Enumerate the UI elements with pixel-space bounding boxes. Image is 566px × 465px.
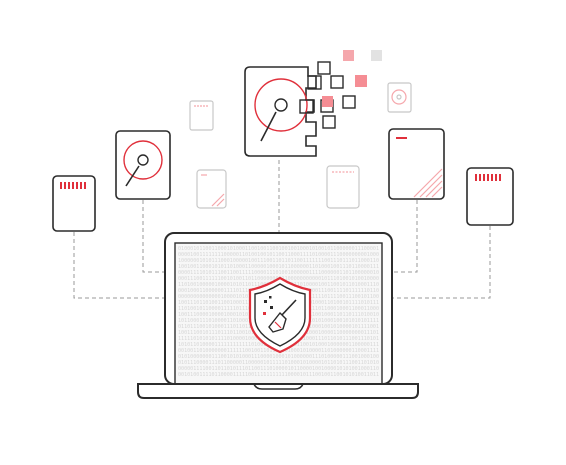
pixel-fragments	[299, 61, 356, 129]
sd-card-icon	[52, 175, 96, 232]
connector-right-ext	[392, 200, 418, 273]
connector-lines	[73, 160, 491, 299]
external-drive-icon	[388, 128, 445, 200]
laptop-base	[137, 383, 419, 399]
faded-external-drive-icon	[196, 169, 227, 209]
pixel-fragments-accent	[322, 50, 382, 107]
faded-hard-drive-icon	[387, 82, 412, 113]
binary-row: 1000000101011100010000010011100110110110…	[178, 258, 379, 264]
binary-row: 0101000000011100101010001110000100010100…	[178, 354, 379, 360]
connector-left-hdd	[142, 200, 165, 273]
binary-row: 0000011110011011010111011001110100001011…	[178, 366, 379, 372]
connector-right-sd	[392, 226, 491, 299]
binary-row: 0000111101011100110011111000011101001000…	[178, 270, 379, 276]
sd-card-icon	[466, 167, 514, 226]
binary-row: 0000100111111110000011010010010110011000…	[178, 252, 379, 258]
binary-row: 1001001100010101101000110000010001011000…	[178, 264, 379, 270]
hard-drive-disintegrating-icon	[244, 50, 382, 157]
faded-sd-card-icon	[189, 100, 214, 131]
faded-sd-card-icon	[326, 165, 360, 209]
laptop: 0100010110011000101000110010011001001001…	[137, 232, 419, 399]
binary-row: 0100010110011000101000110010011001001001…	[178, 246, 379, 252]
shield-broom-icon	[248, 276, 312, 354]
connector-left-sd	[73, 232, 165, 299]
laptop-notch	[253, 383, 304, 390]
binary-row: 0101110000111011000001100000101111101000…	[178, 360, 379, 366]
binary-row: 0010100111101100001111100111111111110000…	[178, 372, 379, 378]
hard-drive-icon	[115, 130, 171, 200]
